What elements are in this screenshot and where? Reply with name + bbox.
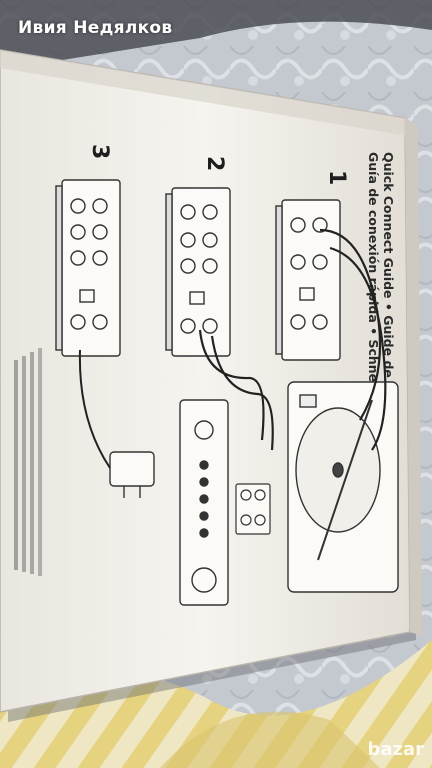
amplifier-input-jacks <box>235 483 271 535</box>
step-number-2: 2 <box>202 156 227 171</box>
dark-corner <box>0 0 432 70</box>
seller-name-overlay: Ивия Недялков <box>18 18 173 38</box>
power-adapter-diagram <box>109 451 155 498</box>
step-number-1: 1 <box>324 170 349 185</box>
amplifier-diagram <box>179 399 229 606</box>
preamp-diagram-step1 <box>275 199 341 361</box>
turntable-diagram <box>287 381 399 593</box>
preamp-diagram-step3 <box>55 179 121 357</box>
fine-print <box>14 348 42 576</box>
bazar-watermark: bazar <box>367 739 424 760</box>
step-number-3: 3 <box>87 144 112 159</box>
preamp-diagram-step2 <box>165 187 231 357</box>
product-box <box>0 49 411 713</box>
